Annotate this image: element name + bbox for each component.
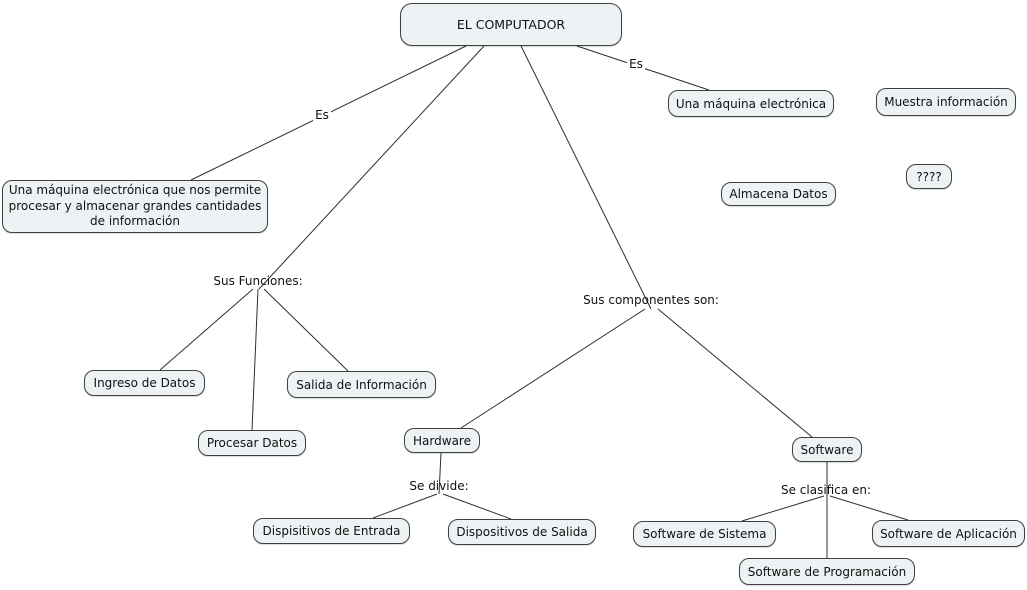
node-hardware[interactable]: Hardware [404, 428, 480, 453]
connector-line [829, 495, 909, 521]
node-software-de-sistema[interactable]: Software de Sistema [633, 521, 776, 547]
node-software-de-aplicacion[interactable]: Software de Aplicación [872, 520, 1025, 547]
node-dispisitivos-de-entrada[interactable]: Dispisitivos de Entrada [253, 518, 410, 544]
connector-line [520, 45, 652, 310]
connector-line [263, 288, 349, 372]
linking-phrase-es-right[interactable]: Es [627, 57, 645, 71]
node-definicion[interactable]: Una máquina electrónica que nos permite … [2, 180, 268, 233]
definicion-line-3: de información [90, 214, 180, 229]
node-interrogantes[interactable]: ???? [906, 164, 952, 189]
node-salida-de-informacion[interactable]: Salida de Información [287, 371, 436, 398]
node-dispositivos-de-salida[interactable]: Dispositivos de Salida [448, 519, 596, 545]
node-muestra-informacion[interactable]: Muestra información [876, 88, 1016, 116]
node-ingreso-de-datos[interactable]: Ingreso de Datos [84, 370, 205, 396]
definicion-line-2: procesar y almacenar grandes cantidades [8, 198, 262, 213]
connector-line [258, 45, 485, 290]
connector-line [460, 308, 646, 429]
linking-phrase-sus-funciones[interactable]: Sus Funciones: [213, 274, 303, 288]
linking-phrase-se-divide[interactable]: Se divide: [409, 479, 469, 493]
node-el-computador[interactable]: EL COMPUTADOR [400, 3, 622, 46]
node-una-maquina-electronica[interactable]: Una máquina electrónica [668, 90, 834, 117]
connector-line [438, 452, 442, 495]
linking-phrase-se-clasifica[interactable]: Se clasifica en: [780, 483, 872, 497]
connector-line [159, 288, 254, 371]
definicion-line-1: Una máquina electrónica que nos permite [8, 182, 262, 197]
connector-line [741, 495, 825, 522]
connector-line [442, 493, 512, 520]
node-software-de-programacion[interactable]: Software de Programación [739, 558, 915, 585]
connector-line [372, 493, 438, 519]
node-almacena-datos[interactable]: Almacena Datos [721, 182, 836, 206]
linking-phrase-sus-componentes[interactable]: Sus componentes son: [583, 293, 719, 307]
linking-phrase-es-left[interactable]: Es [313, 108, 331, 122]
node-software[interactable]: Software [792, 437, 862, 462]
node-procesar-datos[interactable]: Procesar Datos [198, 430, 306, 456]
connector-line [251, 288, 259, 431]
connector-line [657, 308, 813, 438]
